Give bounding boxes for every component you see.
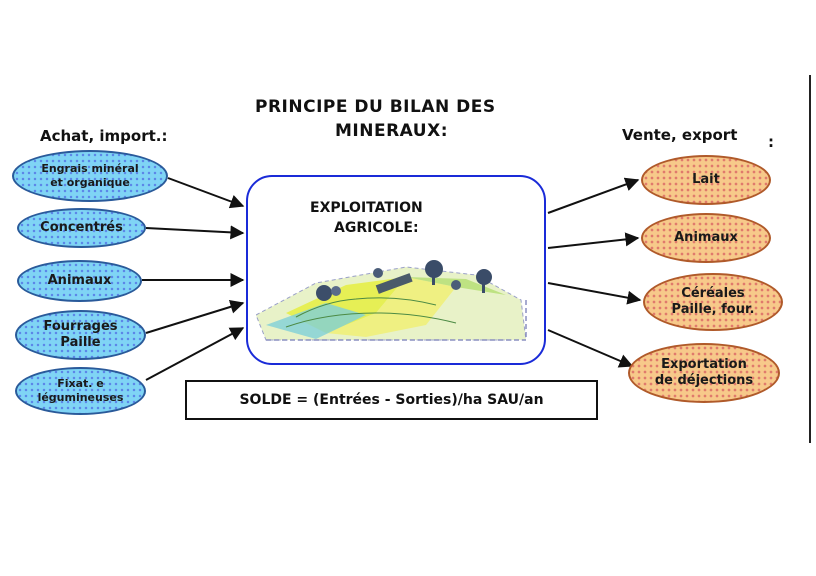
farm-label: EXPLOITATION AGRICOLE: (310, 198, 480, 238)
output-animaux: Animaux (641, 213, 771, 263)
arrow-input-2 (145, 225, 245, 240)
output-lait-label: Lait (692, 171, 720, 187)
input-fixation-line-1: Fixat. e (57, 377, 104, 391)
title-line-2: MINERAUX: (335, 121, 449, 141)
output-dejections-line-1: Exportation (661, 356, 747, 372)
output-cereales-line-1: Céréales (681, 285, 745, 301)
input-fourrages-line-1: Fourrages (43, 318, 118, 334)
arrow-input-5 (145, 327, 245, 381)
inputs-label: Achat, import.: (40, 127, 168, 145)
input-animaux: Animaux (17, 260, 142, 302)
outputs-label-colon: : (768, 133, 774, 151)
arrow-output-2 (547, 232, 640, 249)
input-engrais-line-1: Engrais minéral (41, 162, 139, 176)
output-cereales-line-2: Paille, four. (671, 302, 755, 317)
farm-label-line-2: AGRICOLE: (334, 220, 419, 236)
input-engrais-line-2: et organique (50, 176, 130, 189)
output-dejections-line-2: de déjections (654, 373, 754, 388)
input-concentres-label: Concentrés (40, 219, 123, 235)
arrow-output-4 (547, 329, 634, 368)
farm-label-line-1: EXPLOITATION (310, 200, 423, 216)
page-edge-line (809, 75, 811, 443)
arrow-input-4 (145, 300, 245, 334)
input-animaux-label: Animaux (47, 272, 112, 288)
output-lait: Lait (641, 155, 771, 205)
solde-formula: SOLDE = (Entrées - Sorties)/ha SAU/an (239, 392, 544, 408)
input-fixation-line-2: légumineuses (37, 391, 124, 404)
outputs-label: Vente, export (622, 126, 738, 144)
arrow-input-1 (167, 177, 245, 209)
farm-landscape-icon (256, 260, 527, 341)
input-fourrages-line-2: Paille (60, 335, 101, 350)
solde-formula-box: SOLDE = (Entrées - Sorties)/ha SAU/an (185, 380, 598, 420)
output-animaux-label: Animaux (674, 229, 738, 245)
input-concentres: Concentrés (17, 208, 146, 248)
title-line-1: PRINCIPE DU BILAN DES (255, 97, 496, 117)
arrow-output-1 (547, 177, 640, 214)
diagram-title: PRINCIPE DU BILAN DES MINERAUX: (255, 95, 545, 143)
arrow-output-3 (547, 282, 642, 305)
